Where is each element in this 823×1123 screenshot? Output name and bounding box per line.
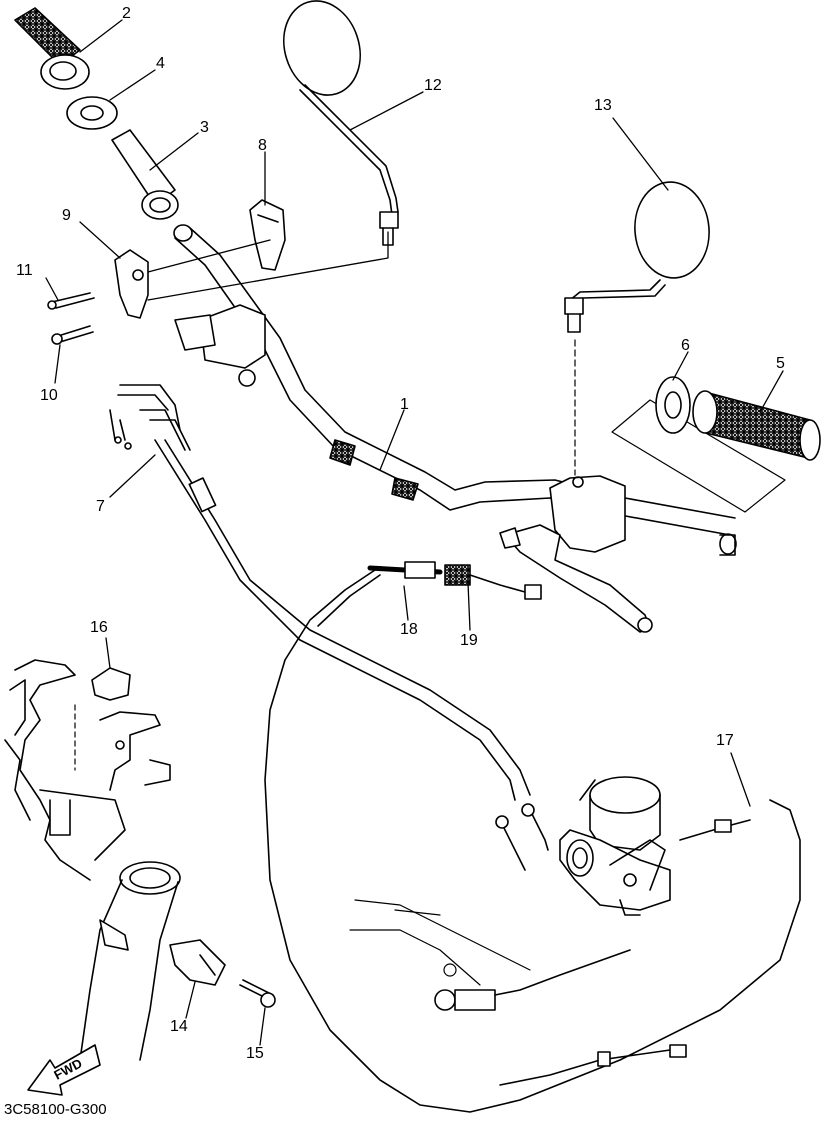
long-cable <box>264 569 801 1113</box>
leader-lines <box>45 19 784 1046</box>
callout-11: 11 <box>16 262 33 279</box>
callout-4: 4 <box>156 55 165 72</box>
throttle-cable <box>109 384 549 871</box>
handlebar <box>173 224 737 633</box>
right-mirror <box>564 181 710 476</box>
fwd-arrow: FWD <box>27 1044 101 1096</box>
callout-13: 13 <box>594 97 612 114</box>
callout-3: 3 <box>200 119 209 136</box>
callout-5: 5 <box>776 355 785 372</box>
callout-9: 9 <box>62 207 71 224</box>
left-mirror <box>283 0 399 246</box>
callout-8: 8 <box>258 137 267 154</box>
callout-18: 18 <box>400 621 418 638</box>
callout-10: 10 <box>40 387 58 404</box>
callout-14: 14 <box>170 1018 188 1035</box>
left-grip-assembly <box>14 7 179 220</box>
callout-2: 2 <box>122 5 131 22</box>
callout-15: 15 <box>246 1045 264 1062</box>
throttle-holder-assembly <box>47 199 389 345</box>
document-id: 3C58100-G300 <box>4 1101 107 1118</box>
callout-17: 17 <box>716 732 734 749</box>
right-grip-assembly <box>611 376 821 513</box>
callout-12: 12 <box>424 77 442 94</box>
callout-1: 1 <box>400 396 409 413</box>
carburetor <box>559 776 671 916</box>
callout-7: 7 <box>96 498 105 515</box>
callout-6: 6 <box>681 337 690 354</box>
callout-16: 16 <box>90 619 108 636</box>
callout-19: 19 <box>460 632 478 649</box>
choke-cable <box>434 819 751 1086</box>
fork-stay <box>79 861 276 1061</box>
frame-sketch <box>349 899 531 986</box>
cable-adjuster <box>367 561 542 600</box>
lever-bracket <box>4 659 171 881</box>
